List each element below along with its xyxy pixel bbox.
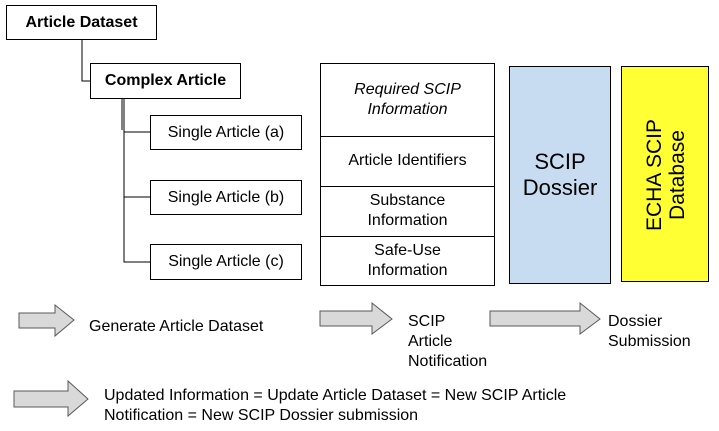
substance-label: Substance: [369, 192, 446, 209]
complex-article-label: Complex Article: [104, 72, 227, 89]
single-article-b-box: Single Article (b): [150, 180, 302, 215]
single-article-a-label: Single Article (a): [167, 123, 285, 141]
notification-line2: Article: [408, 333, 453, 350]
article-dataset-label: Article Dataset: [25, 13, 138, 31]
single-article-a-box: Single Article (a): [150, 115, 302, 150]
submission-line1: Dossier: [608, 313, 663, 330]
row-substance-information: Substance Information: [321, 186, 494, 237]
safe-use-information-label: Information: [367, 261, 448, 279]
article-dataset-box: Article Dataset: [6, 5, 157, 40]
dossier-submission-label: Dossier Submission: [608, 312, 691, 352]
dossier-line1: SCIP: [534, 149, 586, 174]
complex-article-box: Complex Article: [90, 63, 241, 99]
row-article-identifiers: Article Identifiers: [321, 136, 494, 187]
table-header-line1: Required SCIP: [354, 81, 461, 98]
connector-c: [123, 197, 150, 263]
single-article-c-label: Single Article (c): [168, 253, 284, 270]
notification-line1: SCIP: [408, 313, 446, 330]
scip-article-notification-label: SCIP Article Notification: [408, 312, 487, 372]
scip-info-table: Required SCIP Information Article Identi…: [320, 63, 495, 286]
dossier-line2: Dossier: [522, 175, 598, 200]
notification-line3: Notification: [408, 353, 488, 370]
arrow-generate-icon: [18, 303, 75, 338]
root-connector: [81, 40, 90, 82]
table-header-line2: Information: [367, 101, 448, 118]
echa-scip-database-box: ECHA SCIP Database: [621, 66, 709, 282]
arrow-submission-icon: [489, 301, 601, 335]
footnote-line2: Notification = New SCIP Dossier submissi…: [104, 407, 419, 424]
arrow-update-icon: [13, 379, 89, 418]
table-header: Required SCIP Information: [321, 64, 494, 137]
row-safe-use-information: Safe-Use Information: [321, 236, 494, 285]
single-article-b-label: Single Article (b): [167, 188, 285, 206]
article-identifiers-label: Article Identifiers: [348, 152, 467, 169]
submission-line2: Submission: [608, 333, 691, 350]
safe-use-label: Safe-Use: [374, 241, 441, 259]
arrow-notification-icon: [319, 301, 393, 335]
scip-dossier-box: SCIP Dossier: [509, 66, 611, 284]
footnote: Updated Information = Update Article Dat…: [104, 386, 566, 426]
single-article-c-box: Single Article (c): [150, 244, 302, 280]
substance-information-label: Information: [367, 212, 448, 229]
footnote-line1: Updated Information = Update Article Dat…: [104, 387, 567, 404]
generate-article-dataset-label: Generate Article Dataset: [89, 318, 264, 335]
